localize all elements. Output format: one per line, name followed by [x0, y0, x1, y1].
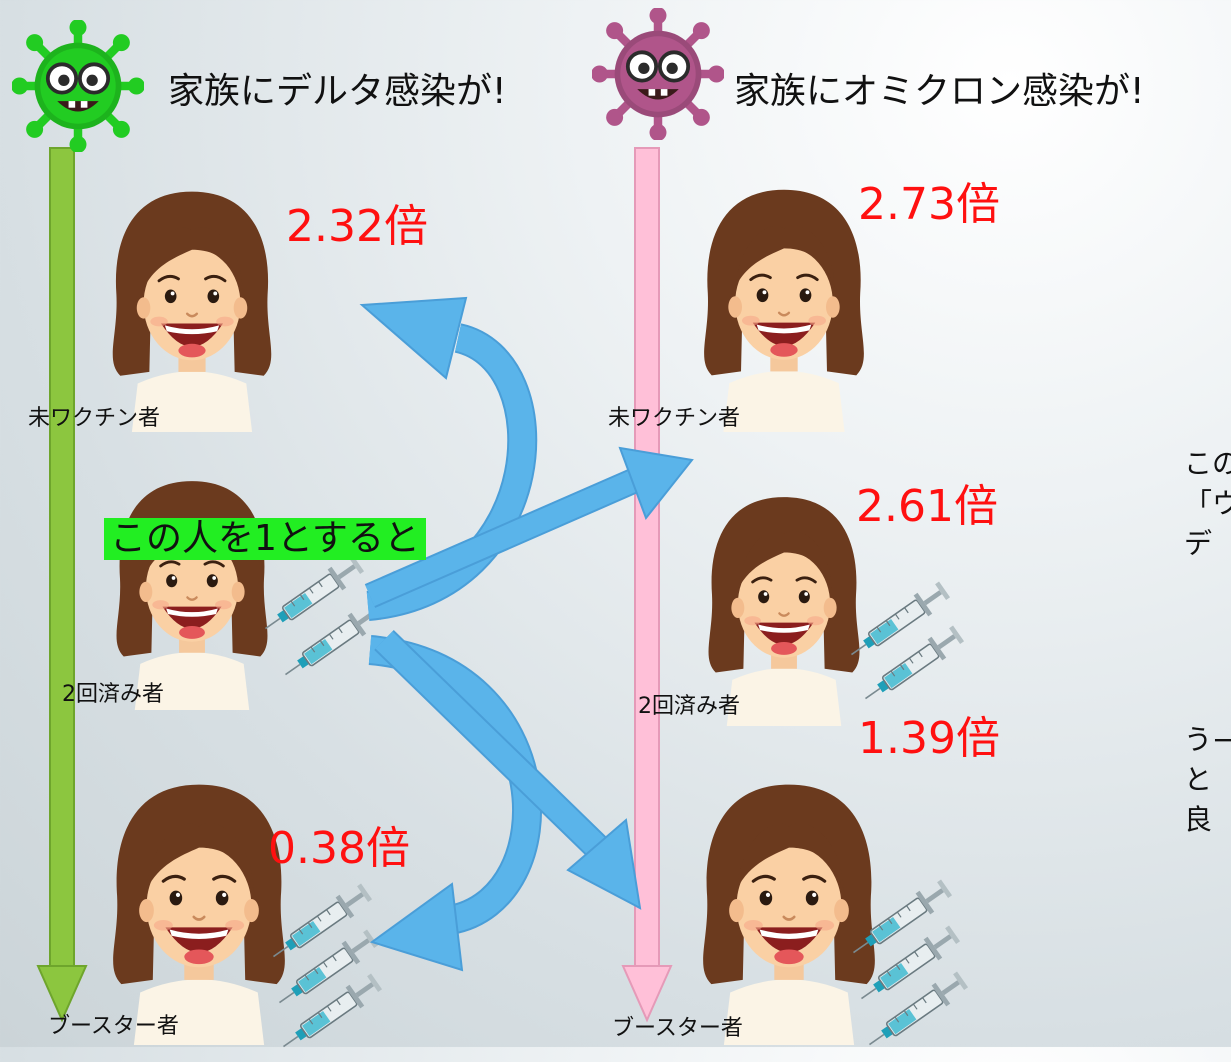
reference-note: この人を1とすると [104, 518, 426, 560]
omicron-two-dose-multiplier: 2.61倍 [856, 481, 998, 532]
side-text-line-5: と [1184, 763, 1213, 796]
delta-two-dose-label: 2回済み者 [62, 682, 164, 707]
side-text-line-1: この [1184, 447, 1231, 480]
omicron-two-dose-label: 2回済み者 [638, 694, 740, 719]
delta-timeline-arrow [36, 147, 88, 1023]
delta-booster-label: ブースター者 [48, 1014, 179, 1039]
side-text-line-4: う− [1184, 723, 1231, 756]
delta-unvaccinated-label: 未ワクチン者 [28, 406, 161, 431]
side-text-line-3: デ [1184, 527, 1213, 560]
side-text-line-2: 「ウ [1184, 487, 1231, 520]
delta-unvaccinated-multiplier: 2.32倍 [286, 201, 428, 252]
omicron-heading: 家族にオミクロン感染が! [734, 71, 1145, 112]
omicron-unvaccinated-label: 未ワクチン者 [608, 406, 741, 431]
delta-heading: 家族にデルタ感染が! [168, 71, 507, 112]
omicron-unvaccinated-multiplier: 2.73倍 [858, 179, 1000, 230]
omicron-timeline-arrow [621, 147, 673, 1023]
delta-booster-multiplier: 0.38倍 [268, 823, 410, 874]
omicron-booster-multiplier: 1.39倍 [858, 713, 1000, 764]
omicron-booster-label: ブースター者 [612, 1016, 743, 1041]
side-text-line-6: 良 [1184, 803, 1213, 836]
